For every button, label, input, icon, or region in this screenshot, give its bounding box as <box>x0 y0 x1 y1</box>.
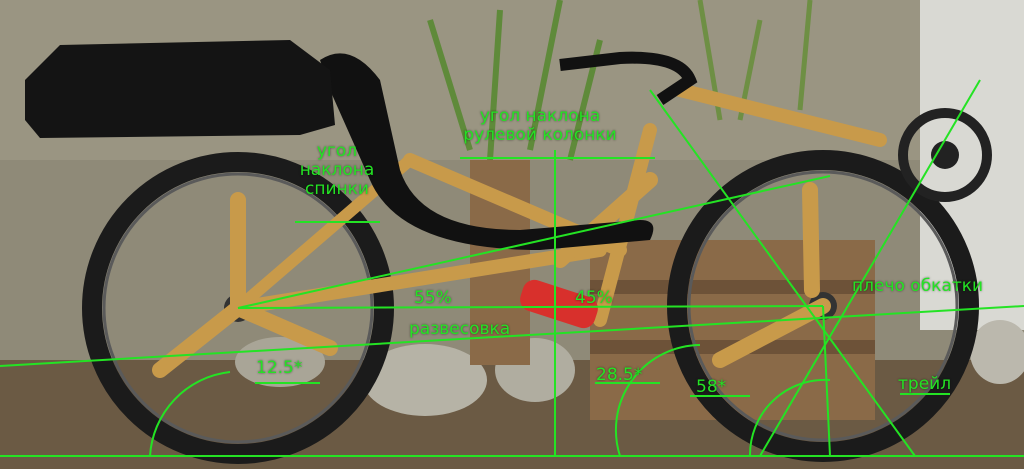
stone <box>235 337 325 387</box>
fork-angle-value: 58* <box>696 377 727 397</box>
fork-offset-label: плечо обкатки <box>852 276 984 296</box>
geometry-overlay <box>0 79 1024 457</box>
head-tube-angle-label: угол наклона рулевой колонки <box>460 107 620 145</box>
stone <box>970 320 1024 384</box>
seat-angle-line-3: спинки <box>305 179 369 199</box>
recumbent-seat <box>320 53 654 251</box>
seat-angle-value: 12.5* <box>256 358 303 378</box>
seat-angle-line-2: наклона <box>299 160 375 180</box>
weight-distribution-label: развесовка <box>409 319 511 339</box>
plants <box>427 0 603 161</box>
water-bottle <box>520 279 598 329</box>
weight-rear-percent: 55% <box>414 288 452 308</box>
trail-label: трейл <box>898 374 952 394</box>
head-angle-value: 28.5* <box>596 365 643 385</box>
seat-angle-line-1: угол <box>316 141 358 161</box>
handlebar <box>559 51 698 105</box>
chainring <box>898 108 992 202</box>
cargo-box <box>25 40 335 138</box>
weight-front-percent: 45% <box>575 288 613 308</box>
stone <box>363 344 487 416</box>
head-tube-angle-line-1: угол наклона <box>479 106 601 126</box>
wooden-crate <box>590 240 875 420</box>
head-tube-angle-line-2: рулевой колонки <box>463 125 617 145</box>
seat-angle-label: угол наклона спинки <box>297 142 377 199</box>
